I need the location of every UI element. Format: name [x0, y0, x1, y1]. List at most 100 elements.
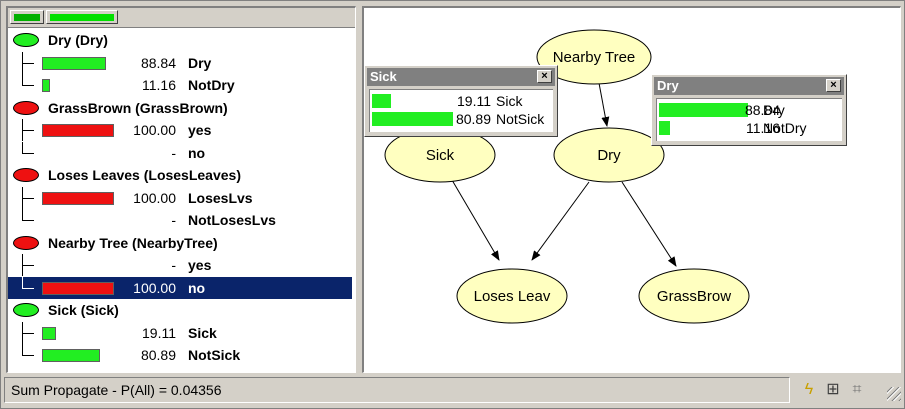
dry-monitor-window[interactable]: Dry × 88.84 Dry 11.16 NotDry — [651, 74, 847, 146]
monitor-body: 19.11 Sick 80.89 NotSick — [369, 89, 553, 132]
node-title: Dry (Dry) — [48, 32, 108, 48]
node-title: GrassBrown (GrassBrown) — [48, 99, 228, 116]
graph-node-loses-leaves[interactable]: Loses Leav — [456, 268, 568, 324]
tree-state-row[interactable]: -no — [8, 141, 352, 164]
monitor-value: 11.16 — [746, 120, 780, 136]
belief-value: 100.00 — [133, 122, 176, 138]
monitor-label: NotDry — [763, 120, 807, 136]
bar-icon — [14, 14, 40, 21]
grid-icon[interactable]: ⊞ — [826, 381, 840, 398]
tree-connector — [22, 276, 23, 289]
tree-state-row[interactable]: 100.00 LosesLvs — [8, 186, 352, 209]
tree-connector — [22, 332, 34, 334]
tree-node-row[interactable]: Nearby Tree (NearbyTree) — [8, 232, 352, 254]
belief-bar — [42, 326, 56, 340]
monitor-label: Sick — [496, 93, 523, 109]
graph-node-grassbrown[interactable]: GrassBrow — [638, 268, 750, 324]
tree-state-row[interactable]: -NotLosesLvs — [8, 209, 352, 231]
tree-connector — [22, 85, 34, 86]
node-title: Sick (Sick) — [48, 302, 119, 318]
monitor-body: 88.84 Dry 11.16 NotDry — [656, 98, 842, 141]
monitor-row: 11.16 NotDry — [657, 119, 842, 137]
edge-dry-grass — [621, 181, 677, 267]
monitor-bar — [659, 103, 748, 117]
state-label: yes — [188, 122, 212, 138]
monitor-label: Dry — [763, 102, 785, 118]
node-title: Loses Leaves (LosesLeaves) — [48, 167, 241, 183]
monitor-title: Dry — [657, 78, 679, 93]
belief-bar — [42, 281, 114, 295]
state-label: NotDry — [188, 77, 235, 93]
tree-connector — [22, 152, 34, 154]
bar-icon — [50, 14, 114, 21]
status-bar: Sum Propagate - P(All) = 0.04356 — [4, 377, 790, 403]
state-label: no — [188, 144, 206, 161]
tree-connector — [22, 355, 34, 356]
tree-node-row[interactable]: GrassBrown (GrassBrown) — [8, 97, 352, 119]
close-icon[interactable]: × — [537, 70, 552, 83]
lightning-icon[interactable]: ϟ — [804, 381, 814, 398]
tree-connector — [22, 344, 23, 356]
belief-bar — [42, 349, 100, 362]
belief-value: 100.00 — [133, 189, 176, 206]
belief-value: 19.11 — [142, 324, 176, 341]
tree-connector — [22, 74, 23, 86]
graph-node-nearby-tree[interactable]: Nearby Tree — [536, 29, 652, 85]
tree-connector — [22, 62, 34, 64]
tree-connector — [22, 197, 34, 199]
graph-node-label: Nearby Tree — [553, 49, 636, 66]
state-label: Dry — [188, 54, 212, 71]
tree-connector — [22, 287, 34, 289]
resize-grip-icon[interactable] — [887, 387, 901, 401]
network-icon[interactable]: ⌗ — [852, 381, 862, 398]
state-label: no — [188, 279, 206, 296]
graph-node-label: Sick — [426, 147, 455, 164]
state-label: yes — [188, 257, 212, 273]
belief-value: 11.16 — [142, 77, 176, 93]
node-status-icon — [13, 100, 39, 115]
belief-value: 80.89 — [140, 347, 176, 363]
monitor-label: NotSick — [496, 111, 545, 127]
monitor-title: Sick — [370, 69, 397, 84]
tree-state-row[interactable]: 11.16 NotDry — [8, 74, 352, 96]
monitor-bar — [372, 112, 453, 126]
monitor-titlebar[interactable]: Dry × — [654, 77, 844, 95]
graph-node-sick[interactable]: Sick — [384, 127, 496, 183]
network-graph-panel[interactable]: Nearby Tree Sick Dry Loses Leav GrassBro… — [362, 6, 901, 373]
belief-value: - — [171, 212, 176, 228]
monitor-titlebar[interactable]: Sick × — [367, 68, 555, 86]
node-title: Nearby Tree (NearbyTree) — [48, 234, 218, 251]
monitor-value: 88.84 — [744, 102, 780, 118]
graph-node-label: Dry — [597, 147, 621, 164]
tree-node-row[interactable]: Sick (Sick) — [8, 299, 352, 321]
belief-value: - — [171, 144, 176, 161]
tree-node-row[interactable]: Loses Leaves (LosesLeaves) — [8, 164, 352, 186]
state-label: NotSick — [188, 347, 241, 363]
status-icons: ϟ ⊞ ⌗ — [793, 377, 903, 403]
sick-monitor-window[interactable]: Sick × 19.11 Sick 80.89 NotSick — [364, 65, 558, 137]
tree-connector — [22, 209, 23, 221]
tree-connector — [22, 265, 34, 266]
belief-bar — [42, 124, 114, 137]
edge-dry-loses — [531, 181, 590, 261]
monitor-bar — [372, 94, 391, 108]
node-status-icon — [13, 168, 39, 182]
state-label: LosesLvs — [188, 189, 253, 206]
tree-node-row[interactable]: Dry (Dry) — [8, 29, 352, 51]
graph-node-dry[interactable]: Dry — [553, 127, 665, 183]
tree-state-row[interactable]: 80.89 NotSick — [8, 344, 352, 366]
bar-width-button[interactable] — [46, 10, 118, 24]
close-icon[interactable]: × — [826, 79, 841, 92]
tree-state-row[interactable]: -yes — [8, 254, 352, 276]
column-toggle-button[interactable] — [10, 10, 44, 24]
monitor-value: 19.11 — [457, 93, 491, 109]
tree-state-row[interactable]: 100.00 yes — [8, 119, 352, 141]
node-status-icon — [13, 303, 39, 317]
edge-sick-loses — [451, 179, 500, 261]
tree-header — [8, 8, 355, 28]
